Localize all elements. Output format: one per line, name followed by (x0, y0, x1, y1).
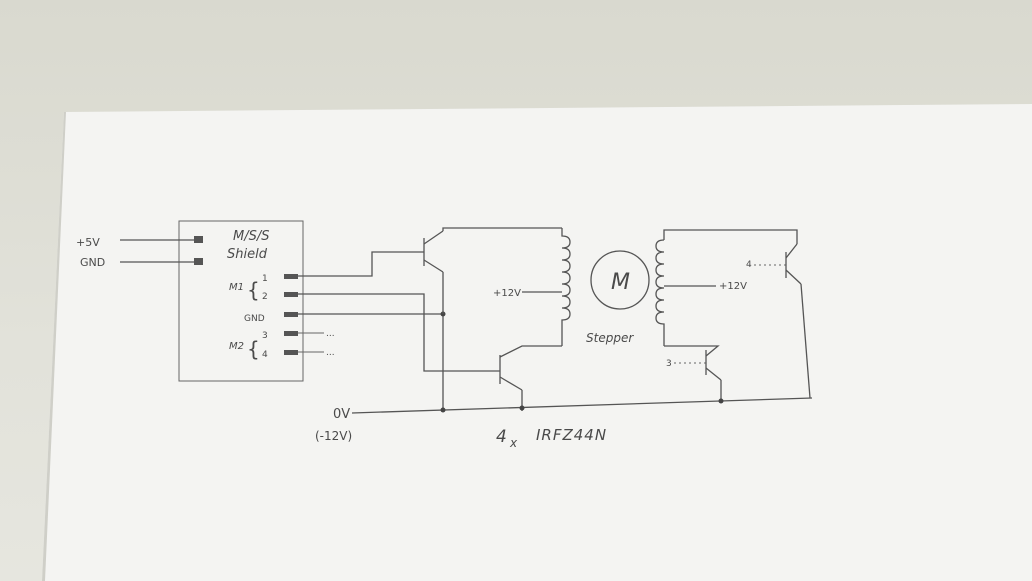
wire-pin2 (298, 293, 500, 372)
pin-3-terminal (284, 331, 298, 336)
pin-4-label: 4 (262, 350, 268, 360)
transistor-2-emitter (499, 376, 523, 391)
shield-box (178, 220, 304, 382)
right-pin4-label: 4 (746, 260, 752, 270)
pin-4-terminal (284, 350, 298, 355)
motor-circle (590, 250, 650, 310)
m1-label: M1 (229, 282, 244, 293)
paper-sheet (42, 104, 1032, 581)
m2-brace: { (247, 337, 260, 361)
pin-3-dots: ... (326, 329, 335, 339)
junction-bus-mid (519, 405, 525, 411)
pin-2-terminal (284, 292, 298, 297)
part-multiplier: x (509, 436, 518, 450)
bottom-transistor-top-wire (499, 345, 562, 358)
transistor-1-emitter (423, 259, 444, 273)
transistor-3-emitter (705, 367, 722, 381)
input-5v-label: +5V (76, 236, 100, 249)
left-12v-label: +12V (493, 288, 521, 299)
ground-label-0v: 0V (333, 407, 350, 422)
input-gnd-terminal (194, 258, 203, 265)
pin-3-label: 3 (262, 331, 268, 341)
transistor-4-collector (785, 243, 798, 259)
input-5v-terminal (194, 236, 203, 243)
ground-label-12v: (-12V) (315, 429, 352, 443)
pin-4-dots: ... (326, 348, 335, 358)
transistor-4-emitter (785, 269, 802, 285)
transistor-1-top-wire (442, 227, 562, 231)
part-count: 4 (496, 427, 507, 447)
input-gnd-label: GND (80, 256, 105, 269)
stepper-label: Stepper (586, 331, 634, 345)
right-coil (655, 239, 665, 346)
junction-bus-left (440, 407, 446, 413)
transistor-1-collector (423, 230, 444, 245)
shield-title-line1: M/S/S (233, 229, 269, 244)
right-pin3-label: 3 (666, 359, 672, 369)
paper-shadow (42, 112, 66, 581)
right-coil-top-wire (663, 229, 798, 244)
gnd-pin-terminal (284, 312, 298, 317)
gnd-pin-label: GND (244, 314, 265, 324)
pin-1-terminal (284, 274, 298, 279)
motor-label: M (611, 270, 630, 295)
right-12v-label: +12V (719, 281, 747, 292)
wire-pin1 (298, 251, 424, 277)
part-name: IRFZ44N (536, 426, 607, 444)
m1-brace: { (247, 278, 260, 302)
m2-label: M2 (229, 341, 244, 352)
pin-1-label: 1 (262, 274, 268, 284)
ground-bus (351, 397, 813, 414)
transistor-4-down-wire (800, 283, 811, 399)
pin-2-label: 2 (262, 292, 268, 302)
junction-bus-right (718, 398, 724, 404)
right-coil-bottom-wire (664, 345, 720, 357)
shield-title-line2: Shield (227, 247, 268, 262)
left-coil (561, 228, 571, 346)
